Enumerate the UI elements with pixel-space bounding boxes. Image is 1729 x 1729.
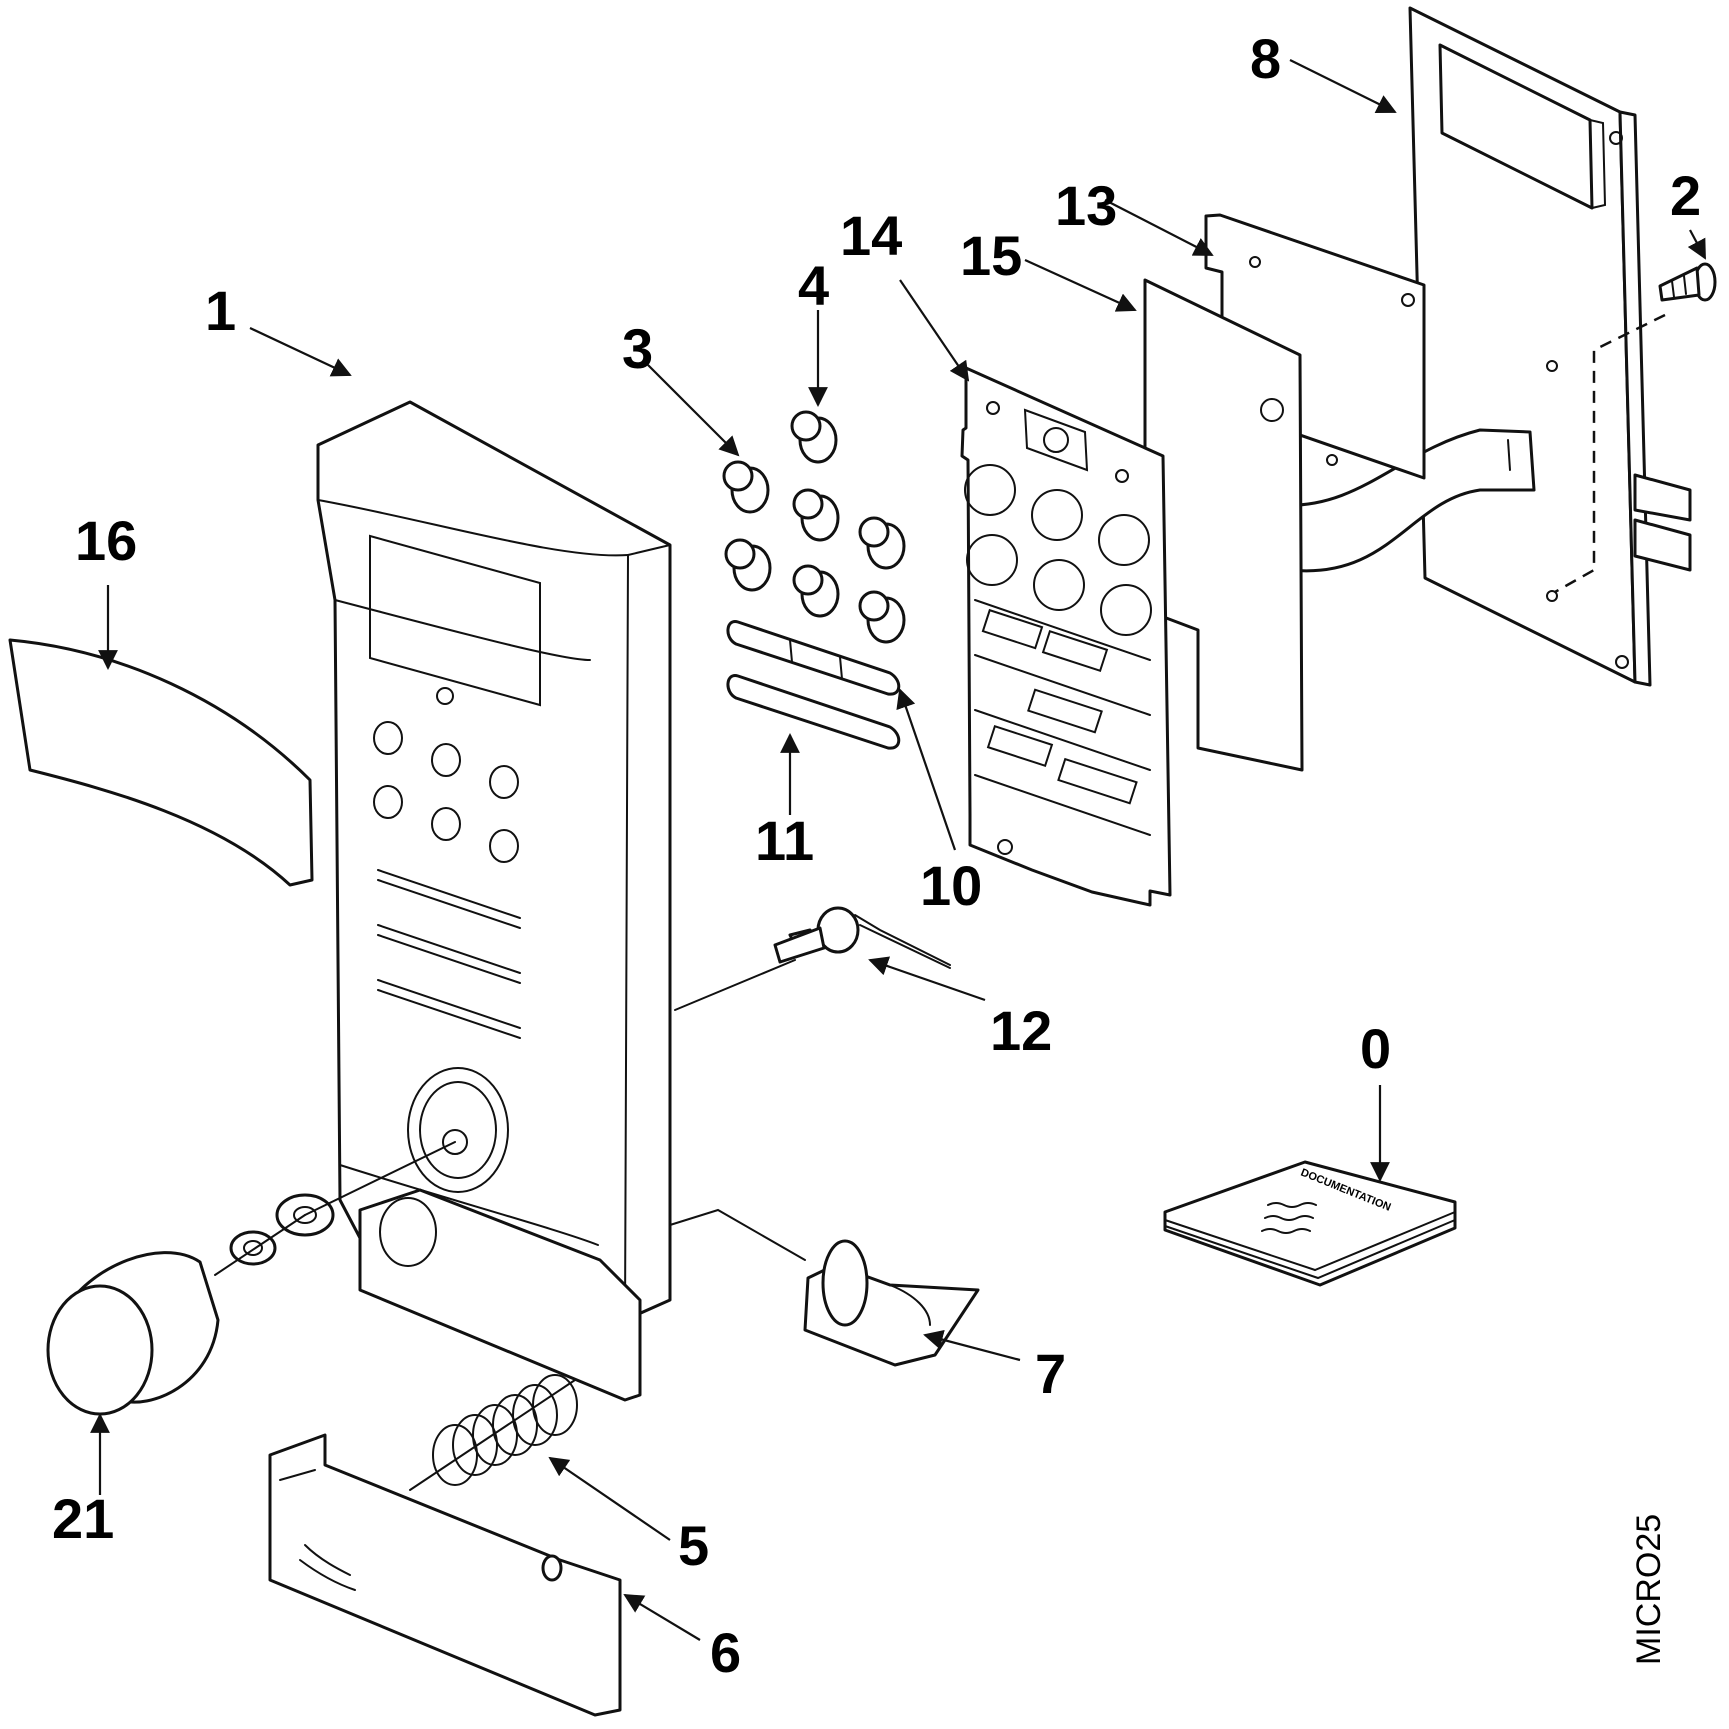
label-part-3: 3	[622, 317, 653, 380]
part-number-labels: 0 1 2 3 4 5 6 7 8 10 11 12 13 14 15 16 2…	[52, 27, 1701, 1684]
mounting-dashed-line	[1554, 313, 1666, 594]
panel-button-holes	[373, 721, 519, 863]
panel-to-screw-line	[674, 959, 796, 1011]
label-part-6: 6	[710, 1621, 741, 1684]
label-part-11: 11	[755, 809, 814, 872]
part-3-4-round-buttons	[722, 410, 906, 644]
label-part-12: 12	[990, 999, 1052, 1062]
label-part-15: 15	[960, 224, 1022, 287]
label-part-16: 16	[75, 509, 137, 572]
label-part-7: 7	[1035, 1342, 1066, 1405]
part-0-documentation-booklet: DOCUMENTATION	[1163, 1160, 1457, 1287]
drawing-code: MICRO25	[1630, 1514, 1668, 1665]
label-part-10: 10	[920, 854, 982, 917]
part-14-keypad-frame	[960, 366, 1172, 907]
label-part-1: 1	[205, 279, 236, 342]
part-16-decal	[8, 638, 314, 887]
part-5-spring	[409, 1374, 578, 1491]
label-part-21: 21	[52, 1487, 114, 1550]
label-part-14: 14	[840, 204, 902, 267]
part-10-11-bar-buttons	[726, 620, 901, 750]
label-part-4: 4	[798, 254, 829, 317]
part-12-screw-with-wires	[773, 906, 951, 969]
knob-axis-line	[304, 1141, 456, 1216]
part-8-circuit-board	[1278, 6, 1692, 687]
panel-to-clip-line	[669, 1208, 806, 1261]
label-part-8: 8	[1250, 27, 1281, 90]
part-2-screw	[1658, 262, 1717, 302]
part-15-membrane-sheet	[1143, 278, 1304, 772]
leader-arrows	[90, 59, 1706, 1641]
label-part-2: 2	[1670, 164, 1701, 227]
label-part-5: 5	[678, 1514, 709, 1577]
part-7-clip	[803, 1239, 980, 1367]
part-1-front-panel	[316, 400, 672, 1402]
part-6-latch-cover	[268, 1433, 622, 1717]
label-part-0: 0	[1360, 1017, 1391, 1080]
part-21-knob-and-washers	[46, 1193, 335, 1416]
label-part-13: 13	[1055, 174, 1117, 237]
